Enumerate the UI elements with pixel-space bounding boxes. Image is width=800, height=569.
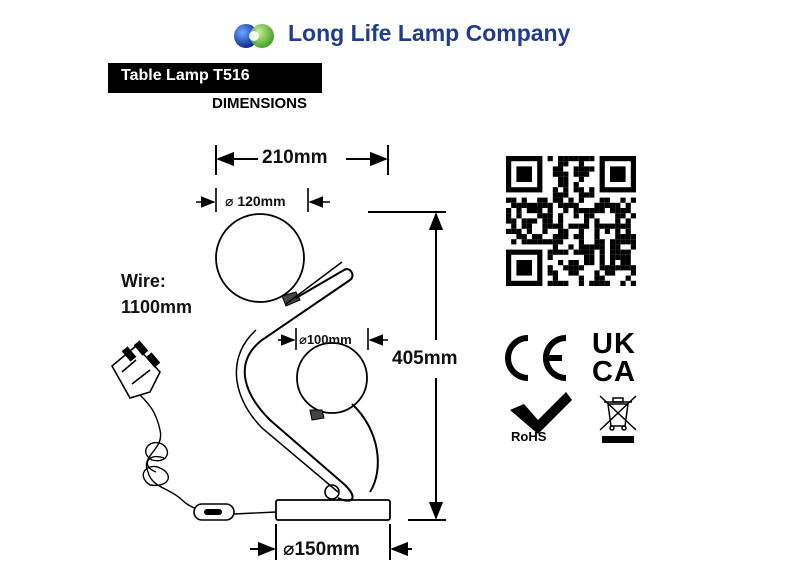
base-dimension-arrow xyxy=(250,524,412,560)
inline-switch-icon xyxy=(193,503,235,521)
brand-name: Long Life Lamp Company xyxy=(288,20,571,46)
top-globe xyxy=(215,213,305,303)
wire-label: Wire: xyxy=(121,271,166,291)
uk-plug-icon xyxy=(110,340,161,399)
lamp-base xyxy=(275,499,391,521)
top-globe-diameter-label: ⌀ 120mm xyxy=(225,193,286,209)
base-diameter-label: ⌀150mm xyxy=(283,539,360,560)
ukca-bottom: CA xyxy=(592,356,636,388)
ce-mark-icon xyxy=(505,335,567,381)
rohs-check-icon xyxy=(510,392,572,434)
ukca-top: UK xyxy=(592,328,636,360)
bottom-globe-dimension-arrow xyxy=(278,328,388,350)
height-dimension-arrow xyxy=(368,211,446,521)
power-cable xyxy=(139,394,277,515)
product-title: Table Lamp T516 xyxy=(121,67,250,84)
title-bar xyxy=(108,63,322,93)
width-dimension-arrow xyxy=(215,145,389,175)
bottom-globe-diameter-label: ⌀100mm xyxy=(299,332,352,347)
overlapping-circles-logo-icon xyxy=(234,24,274,48)
width-label: 210mm xyxy=(262,147,328,168)
ukca-mark-icon: UK CA xyxy=(592,328,636,388)
top-globe-dimension-arrow xyxy=(196,188,330,212)
bottom-globe xyxy=(296,342,368,414)
height-label: 405mm xyxy=(390,348,460,370)
wire-length-label: Wire: 1100mm xyxy=(121,268,192,320)
lamp-drawing xyxy=(215,213,391,521)
wire-length: 1100mm xyxy=(121,297,193,317)
section-heading: DIMENSIONS xyxy=(212,95,308,112)
qr-code-icon xyxy=(506,156,636,286)
weee-bin-icon xyxy=(599,395,637,443)
rohs-label: RoHS xyxy=(511,429,547,444)
